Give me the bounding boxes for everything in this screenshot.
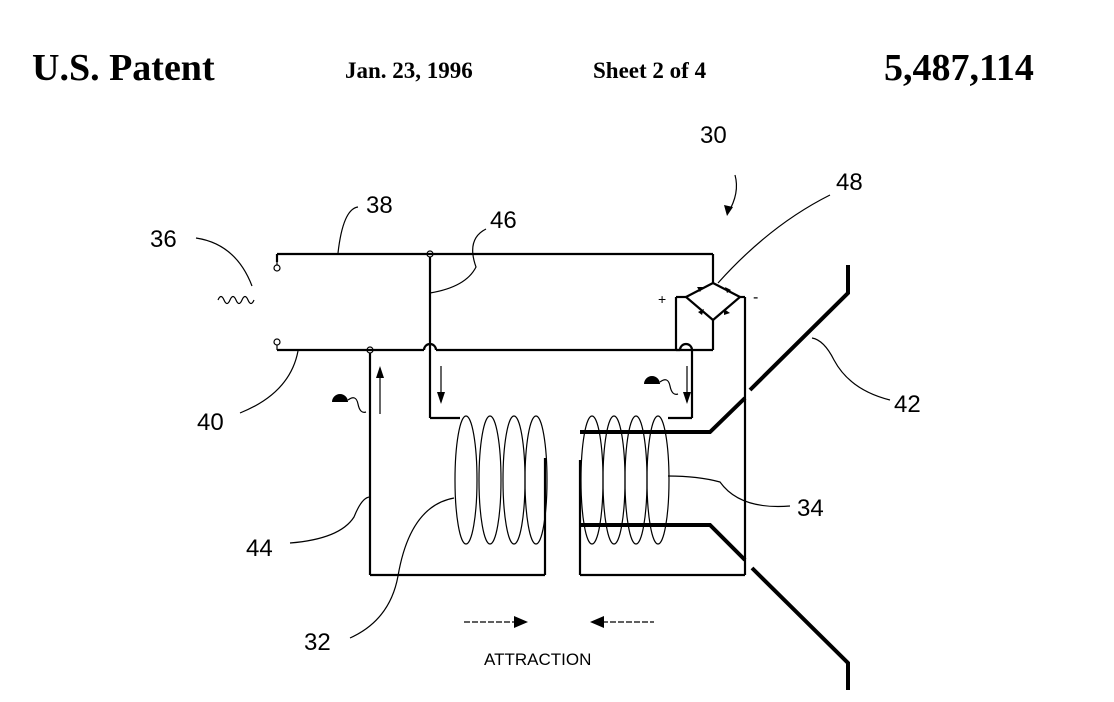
terminal-top (273, 264, 281, 272)
arm-42-mid (580, 396, 747, 434)
hand-symbol-left (332, 394, 367, 413)
ref-42: 42 (894, 391, 921, 418)
patent-title: U.S. Patent (32, 47, 215, 89)
leader-36 (195, 237, 253, 287)
leader-46 (429, 228, 487, 294)
ac-source-symbol (217, 295, 255, 305)
bridge-minus: - (753, 289, 758, 306)
ref-36: 36 (150, 226, 177, 253)
ref-46: 46 (490, 207, 517, 234)
ref-30: 30 (700, 122, 727, 149)
hand-symbol-right (644, 376, 679, 395)
leader-40 (239, 350, 299, 414)
leader-38 (337, 206, 359, 254)
leader-32 (349, 497, 455, 639)
ref-32: 32 (304, 629, 331, 656)
leader-34 (667, 475, 791, 508)
ref-40: 40 (197, 409, 224, 436)
terminal-bottom (273, 338, 281, 346)
arm-42-lower (580, 523, 747, 562)
sheet-indicator: Sheet 2 of 4 (593, 58, 707, 83)
leader-44 (289, 496, 371, 544)
ref-48: 48 (836, 169, 863, 196)
patent-date: Jan. 23, 1996 (345, 58, 473, 83)
patent-number: 5,487,114 (884, 47, 1034, 89)
ref-34: 34 (797, 495, 824, 522)
bridge-plus: + (658, 291, 666, 307)
arm-42-bottom (750, 566, 850, 690)
coil-32 (454, 415, 548, 545)
coil-34 (580, 415, 670, 545)
leader-48 (717, 194, 831, 284)
ref-38: 38 (366, 192, 393, 219)
attraction-caption: ATTRACTION (484, 650, 591, 669)
arm-42-upper (748, 265, 850, 392)
ref-44: 44 (246, 535, 273, 562)
bridge-rectifier-48 (674, 281, 747, 352)
leader-42 (811, 337, 891, 401)
